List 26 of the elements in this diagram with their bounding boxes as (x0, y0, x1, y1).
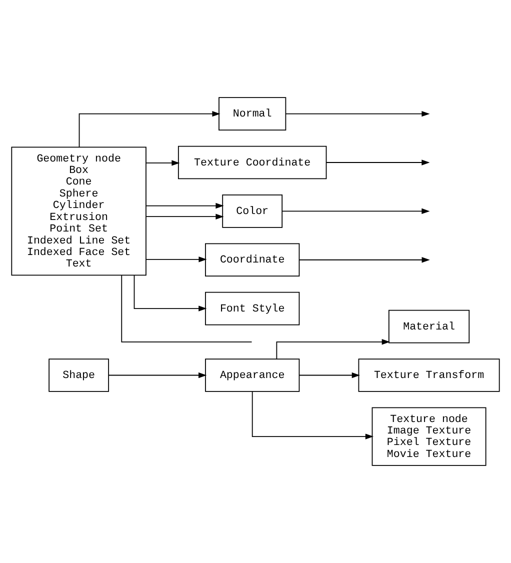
node-box: Color (222, 194, 283, 228)
arrow (252, 391, 374, 440)
connector (121, 274, 252, 342)
arrow (282, 208, 430, 214)
arrow (298, 257, 430, 263)
arrow (108, 372, 207, 378)
arrow (146, 202, 224, 209)
node-box: Coordinate (205, 243, 300, 277)
node-box: Shape (48, 358, 110, 392)
arrow (146, 160, 180, 166)
node-box: Texture Coordinate (178, 146, 327, 180)
arrow (134, 274, 207, 312)
arrow (146, 214, 224, 220)
arrow (276, 339, 390, 360)
node-box: Appearance (205, 358, 300, 392)
arrow (326, 160, 430, 166)
arrow (298, 372, 360, 378)
node-box: Normal (218, 97, 286, 130)
node-box: Texture node Image Texture Pixel Texture Movie Texture (372, 407, 486, 466)
arrow (78, 111, 220, 148)
node-box: Geometry node Box Cone Sphere Cylinder Extrusion Point Set Indexed Line Set Indexed Face Set Text (11, 146, 146, 276)
node-box: Font Style (205, 292, 300, 326)
node-box: Material (388, 310, 470, 344)
node-box: Texture Transform (358, 358, 500, 392)
arrow (146, 256, 207, 262)
arrow (286, 111, 430, 117)
